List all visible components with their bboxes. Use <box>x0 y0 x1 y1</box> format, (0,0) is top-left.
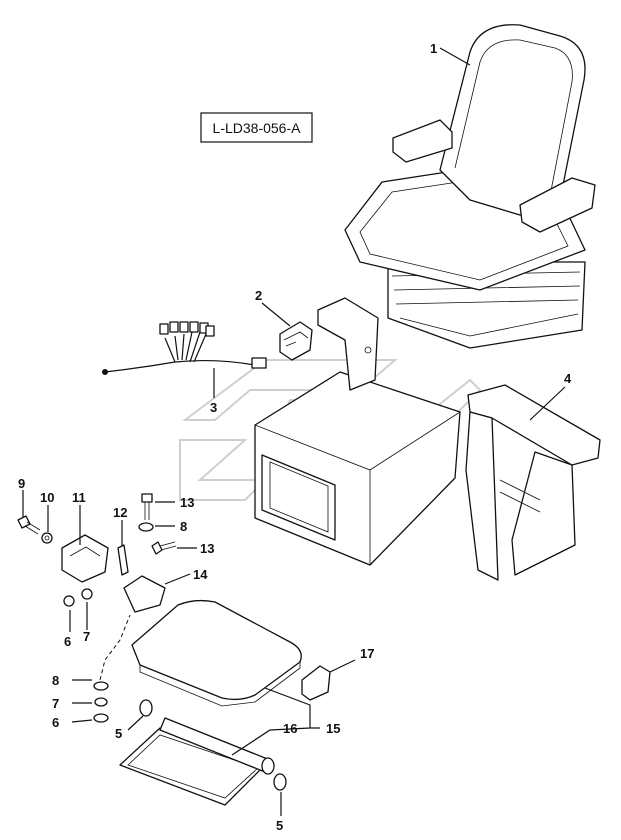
part-seat-box <box>254 297 461 566</box>
part-bracket-frame <box>465 384 601 581</box>
callout-2: 2 <box>255 288 262 303</box>
callout-6-lower: 6 <box>52 715 59 730</box>
callout-1: 1 <box>430 41 437 56</box>
part-washer-8a <box>138 522 154 532</box>
part-ring-5a <box>139 699 153 717</box>
reference-code-text: L-LD38-056-A <box>213 120 302 136</box>
callout-5-bottom: 5 <box>276 818 283 833</box>
callout-6-upper: 6 <box>64 634 71 649</box>
callout-labels: 1 2 3 4 5 5 6 6 7 7 8 8 9 10 11 12 13 13… <box>18 41 572 833</box>
part-washer-7b <box>94 697 108 707</box>
part-latch-17 <box>301 665 331 701</box>
part-bolt-9 <box>17 515 41 535</box>
seat-armrest-right <box>519 177 596 233</box>
part-bolt-13a <box>141 493 153 520</box>
callout-8-lower: 8 <box>52 673 59 688</box>
part-switch <box>279 321 313 361</box>
reference-code-frame <box>200 112 313 143</box>
callout-5-left: 5 <box>115 726 122 741</box>
part-nut-6a <box>63 595 75 607</box>
callout-14: 14 <box>193 567 208 582</box>
part-nut-6b <box>93 713 109 723</box>
switch-body <box>279 321 313 361</box>
callout-12: 12 <box>113 505 127 520</box>
part-washer-7a <box>81 588 93 600</box>
callout-13-upper: 13 <box>180 495 194 510</box>
part-harness <box>102 321 267 375</box>
part-bracket-14 <box>123 575 166 613</box>
callout-13-lower: 13 <box>200 541 214 556</box>
part-washer-8b <box>93 681 109 691</box>
callout-15: 15 <box>326 721 340 736</box>
callout-8-upper: 8 <box>180 519 187 534</box>
reference-code-box: L-LD38-056-A <box>200 112 313 143</box>
callout-16: 16 <box>283 721 297 736</box>
part-cushion-15 <box>131 599 302 707</box>
part-seat <box>344 24 596 349</box>
part-bolt-13b <box>151 541 177 555</box>
leader-lines <box>22 47 566 816</box>
callout-9: 9 <box>18 476 25 491</box>
callout-10: 10 <box>40 490 54 505</box>
callout-7-lower: 7 <box>52 696 59 711</box>
callout-17: 17 <box>360 646 374 661</box>
harness-connector <box>251 357 267 369</box>
callout-3: 3 <box>210 400 217 415</box>
callout-7-upper: 7 <box>83 629 90 644</box>
part-block-11 <box>61 534 109 583</box>
part-washer-10 <box>41 532 53 544</box>
callout-4: 4 <box>564 371 572 386</box>
seat-backrest <box>439 24 586 216</box>
part-strap-12 <box>117 544 129 576</box>
callout-11: 11 <box>72 490 86 505</box>
part-ring-5b <box>273 773 287 791</box>
part-pivot-16 <box>119 717 275 806</box>
seat-armrest-left <box>392 119 453 163</box>
